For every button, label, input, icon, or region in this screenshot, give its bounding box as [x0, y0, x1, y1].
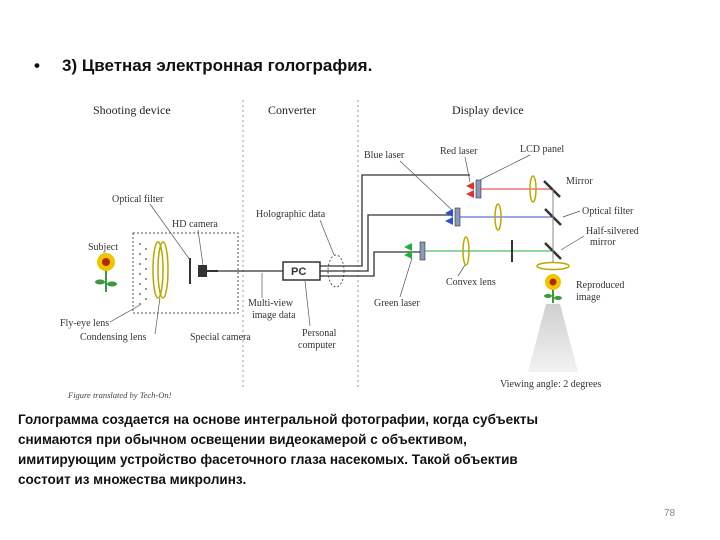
- holography-diagram: Shooting device Converter Display device…: [60, 100, 639, 400]
- cable-red-panel: [320, 174, 470, 267]
- convex-lens-blue: [494, 203, 502, 231]
- special-camera-box: [132, 232, 239, 314]
- label-reproduced-2: image: [576, 292, 601, 303]
- label-pc: PC: [291, 266, 306, 278]
- reproduced-image-flower-icon: [544, 274, 562, 303]
- red-laser-arrows: [466, 182, 474, 198]
- label-subject: Subject: [88, 242, 118, 253]
- label-special-camera: Special camera: [190, 332, 251, 343]
- green-laser-arrows: [404, 243, 412, 259]
- label-mirror: Mirror: [566, 176, 593, 187]
- label-red-laser: Red laser: [440, 146, 478, 157]
- label-multi-view-2: image data: [252, 310, 296, 321]
- subject-flower-icon: [95, 253, 117, 292]
- header-display-device: Display device: [452, 103, 524, 117]
- figure-credit: Figure translated by Tech-On!: [67, 390, 172, 400]
- label-viewing-angle: Viewing angle: 2 degrees: [500, 379, 601, 390]
- label-convex-lens: Convex lens: [446, 277, 496, 288]
- bullet-glyph: •: [34, 56, 40, 75]
- body-line: Голограмма создается на основе интеграль…: [18, 412, 538, 427]
- label-green-laser: Green laser: [374, 298, 420, 309]
- fly-eye-lens: [139, 243, 147, 305]
- label-optical-filter-right: Optical filter: [582, 206, 634, 217]
- lcd-panel-blue: [454, 207, 461, 227]
- label-lcd-panel: LCD panel: [520, 144, 564, 155]
- label-hd-camera: HD camera: [172, 219, 218, 230]
- body-line: снимаются при обычном освещении видеокам…: [18, 432, 467, 447]
- label-reproduced-1: Reproduced: [576, 280, 624, 291]
- hd-camera-icon: [198, 265, 207, 277]
- label-condensing-lens: Condensing lens: [80, 332, 146, 343]
- cable-green-panel: [320, 251, 420, 277]
- convex-lens-green: [462, 236, 470, 266]
- body-line: состоит из множества микролинз.: [18, 472, 247, 487]
- viewing-cone: [528, 304, 578, 372]
- header-shooting-device: Shooting device: [93, 103, 171, 117]
- label-optical-filter-left: Optical filter: [112, 194, 164, 205]
- lcd-panel-red: [475, 179, 482, 199]
- convex-lens-red: [529, 175, 537, 203]
- page-number: 78: [664, 508, 676, 519]
- body-paragraph: Голограмма создается на основе интеграль…: [18, 410, 658, 490]
- body-line: имитирующим устройство фасеточного глаза…: [18, 452, 518, 467]
- condensing-lens-2: [157, 241, 169, 299]
- blue-laser-arrows: [445, 209, 453, 225]
- label-holographic-data: Holographic data: [256, 209, 326, 220]
- slide-title: • 3) Цветная электронная голография.: [34, 56, 372, 76]
- slide-title-text: 3) Цветная электронная голография.: [62, 56, 373, 75]
- label-half-silvered-2: mirror: [590, 237, 616, 248]
- condensing-lens: [152, 241, 164, 299]
- label-personal-1: Personal: [302, 328, 337, 339]
- label-personal-2: computer: [298, 340, 336, 351]
- header-converter: Converter: [268, 103, 316, 117]
- label-multi-view-1: Multi-view: [248, 298, 294, 309]
- lcd-panel-green: [419, 241, 426, 261]
- label-blue-laser: Blue laser: [364, 150, 405, 161]
- label-half-silvered-1: Half-silvered: [586, 226, 639, 237]
- mirror: [543, 180, 561, 198]
- label-fly-eye-lens: Fly-eye lens: [60, 318, 109, 329]
- output-lens: [536, 261, 570, 271]
- cable-blue-panel: [320, 214, 452, 272]
